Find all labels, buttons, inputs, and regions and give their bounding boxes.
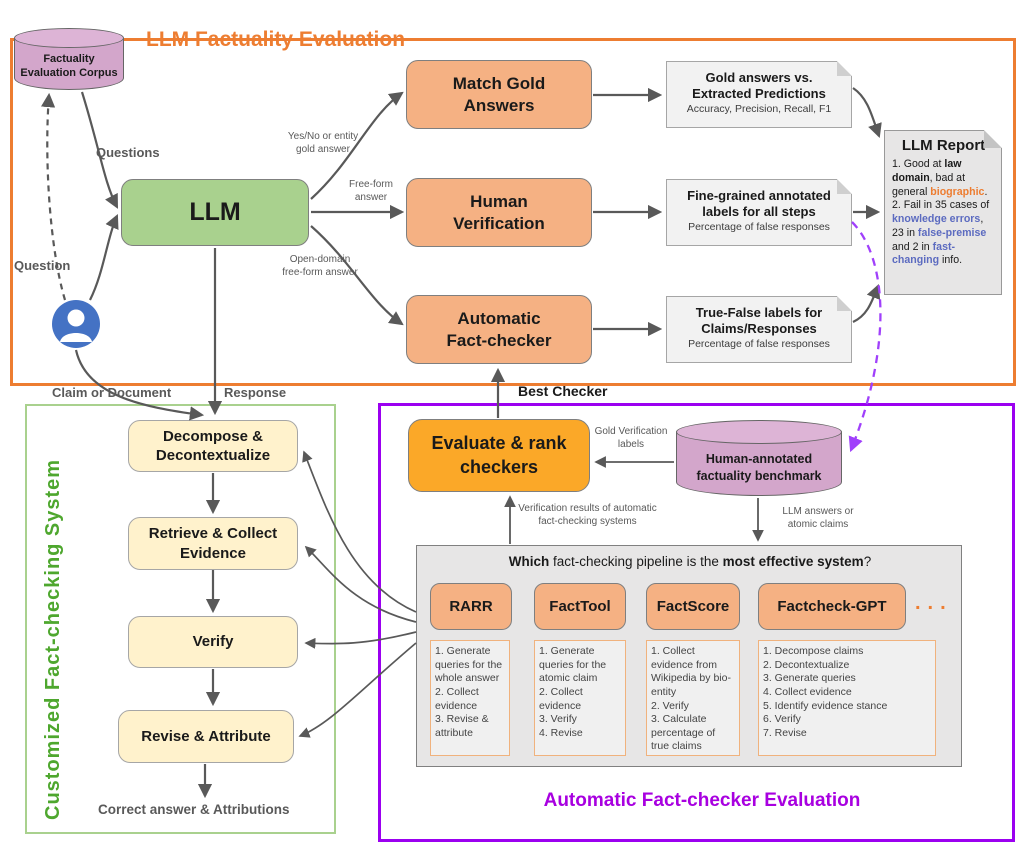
revise-attribute-step-box[interactable]: Revise & Attribute [118,710,294,763]
retrieve-step-box[interactable]: Retrieve & Collect Evidence [128,517,298,570]
pipeline-steps-factcheck-gpt: 1. Decompose claims 2. Decontextualize 3… [758,640,936,756]
correct-answer-label: Correct answer & Attributions [98,802,290,817]
llm-report-body: 1. Good at law domain, bad at general bi… [892,158,990,267]
benchmark-label: Human-annotated factuality benchmark [676,432,842,496]
evaluate-rank-checkers-box[interactable]: Evaluate & rank checkers [408,419,590,492]
human-verification-box[interactable]: Human Verification [406,178,592,247]
verification-results-label: Verification results of automatic fact-c… [518,503,657,527]
verify-step-box[interactable]: Verify [128,616,298,668]
factuality-corpus-cylinder[interactable]: Factuality Evaluation Corpus [14,28,124,90]
question-edge-label: Question [14,258,71,273]
factuality-benchmark-cylinder[interactable]: Human-annotated factuality benchmark [676,420,842,496]
gold-verification-labels-label: Gold Verification labels [594,426,668,450]
llm-report-title: LLM Report [901,137,986,154]
best-checker-label: Best Checker [518,383,608,399]
llm-box[interactable]: LLM [121,179,309,246]
pipeline-steps-rarr: 1. Generate queries for the whole answer… [430,640,510,756]
more-pipelines-ellipsis: ... [915,592,953,614]
opendomain-edge-label: Open-domain free-form answer [282,254,358,278]
questions-edge-label: Questions [96,145,160,160]
truefalse-labels-note: True-False labels for Claims/Responses P… [666,296,852,363]
cylinder-top-ellipse [14,28,124,48]
decompose-step-box[interactable]: Decompose & Decontextualize [128,420,298,472]
response-label: Response [224,385,287,400]
pipeline-card-factcheck-gpt[interactable]: Factcheck-GPT [758,583,906,630]
right-section-title: Automatic Fact-checker Evaluation [543,790,861,811]
gold-vs-predictions-note: Gold answers vs. Extracted Predictions A… [666,61,852,128]
llm-factuality-evaluation-region [10,38,1016,386]
left-section-title: Customized Fact-checking System [42,458,64,820]
note-fold-corner [837,61,852,76]
user-icon [50,298,102,350]
llm-report-note: LLM Report 1. Good at law domain, bad at… [884,130,1002,295]
yesno-edge-label: Yes/No or entity gold answer [287,131,359,155]
automatic-factchecker-box[interactable]: Automatic Fact-checker [406,295,592,364]
finegrained-labels-note: Fine-grained annotated labels for all st… [666,179,852,246]
pipeline-steps-facttool: 1. Generate queries for the atomic claim… [534,640,626,756]
note-fold-corner [837,179,852,194]
llm-answers-label: LLM answers or atomic claims [782,506,854,530]
claim-or-document-label: Claim or Document [52,385,172,400]
freeform-edge-label: Free-form answer [349,179,393,203]
match-gold-answers-box[interactable]: Match Gold Answers [406,60,592,129]
cylinder-top-ellipse [676,420,842,444]
pipeline-card-rarr[interactable]: RARR [430,583,512,630]
pipeline-card-factscore[interactable]: FactScore [646,583,740,630]
note-fold-corner [837,296,852,311]
report-fold-corner [984,130,1002,148]
panel-question: Which fact-checking pipeline is the most… [508,554,872,569]
pipeline-steps-factscore: 1. Collect evidence from Wikipedia by bi… [646,640,740,756]
pipeline-card-facttool[interactable]: FactTool [534,583,626,630]
top-section-title: LLM Factuality Evaluation [146,28,406,51]
